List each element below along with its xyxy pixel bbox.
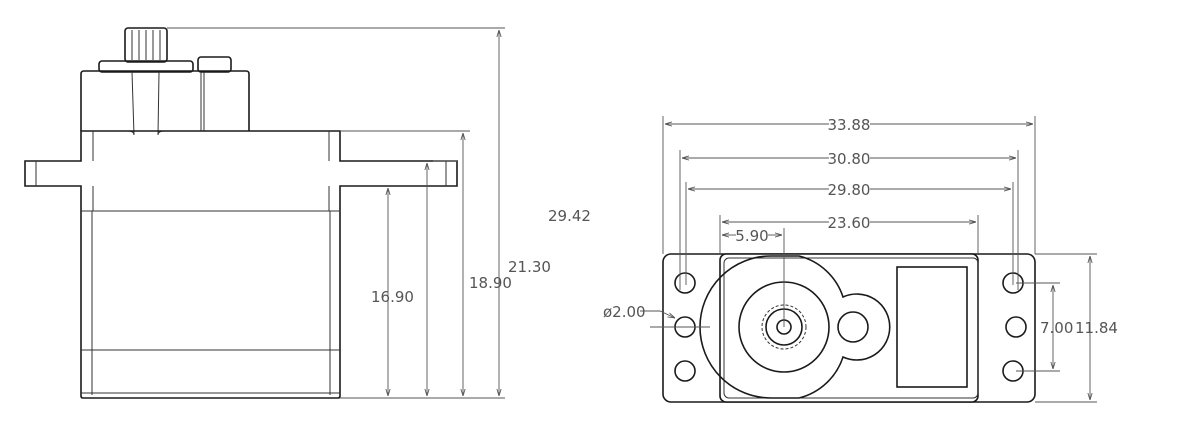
top-view: 33.88 30.80 29.80 23.60 5.90 ø2.00 7.00 … — [603, 116, 1118, 403]
small-cap — [197, 56, 232, 73]
dim-overall-width: 11.84 — [1075, 319, 1118, 337]
dim-body-height: 21.30 — [508, 258, 551, 276]
dim-total-height: 29.42 — [548, 207, 591, 225]
servo-body — [719, 253, 979, 403]
idler-gear — [837, 311, 869, 343]
dim-body-length: 23.60 — [828, 214, 871, 232]
main-body — [24, 130, 458, 399]
dim-overall-length: 33.88 — [828, 116, 871, 134]
output-spline — [124, 27, 168, 63]
dim-hole-span: 29.80 — [828, 181, 871, 199]
dim-outer-hole-span: 30.80 — [828, 150, 871, 168]
spline-outer — [761, 304, 807, 350]
dim-hole-vertical-span: 7.00 — [1040, 319, 1073, 337]
upper-case — [80, 70, 329, 136]
top-dimension-lines — [640, 116, 1097, 403]
side-view: 29.42 21.30 18.90 16.90 — [24, 27, 591, 399]
dim-hole-diameter: ø2.00 — [603, 303, 646, 321]
dim-ear-top-height: 18.90 — [469, 274, 512, 292]
label-area — [896, 266, 968, 388]
dim-ear-bottom-height: 16.90 — [371, 288, 414, 306]
dim-shaft-offset: 5.90 — [735, 227, 768, 245]
gear-housing-outline — [699, 255, 891, 399]
side-dimension-lines — [167, 27, 505, 399]
top-cap — [98, 60, 194, 73]
